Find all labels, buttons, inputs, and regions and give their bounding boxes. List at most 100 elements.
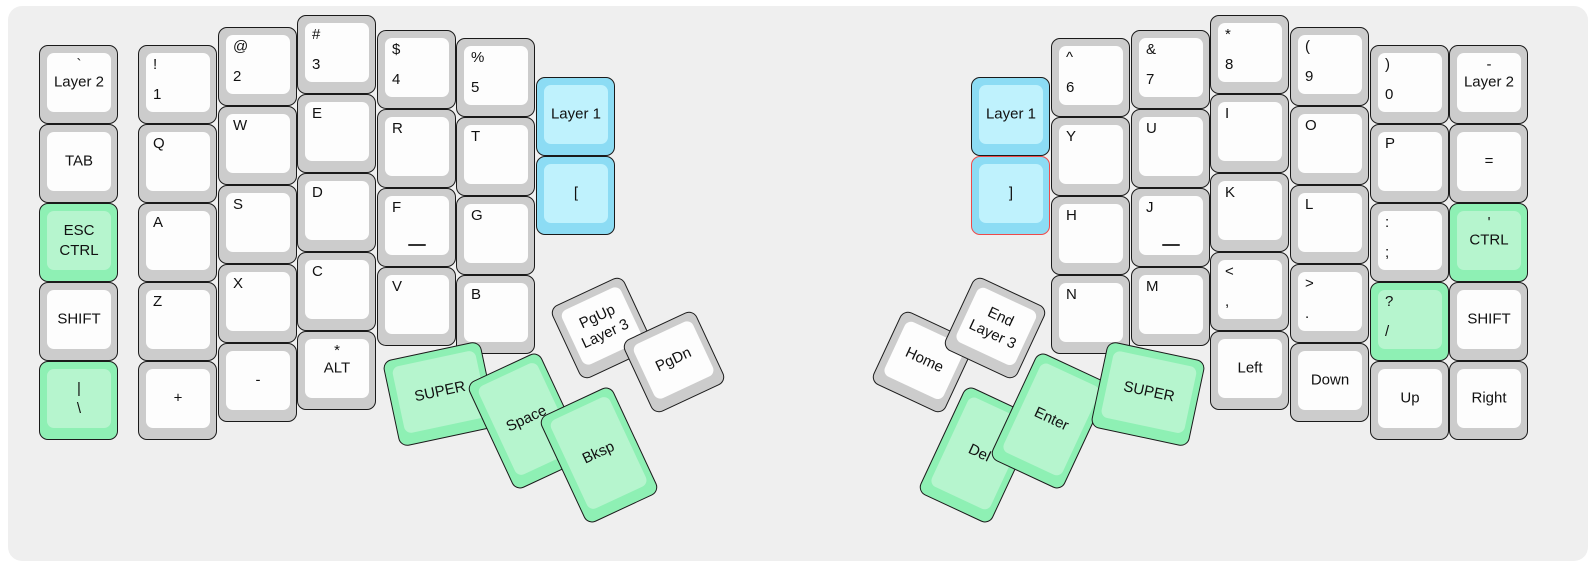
- key-z[interactable]: Z: [138, 282, 217, 361]
- key-legend-top: ': [1487, 214, 1491, 231]
- key-esc-ctrl[interactable]: ESC CTRL: [39, 203, 118, 282]
- key-bracket-right[interactable]: ]: [971, 156, 1050, 235]
- key-i[interactable]: I: [1210, 94, 1289, 173]
- key-right[interactable]: Right: [1449, 361, 1528, 440]
- key-layer1-left[interactable]: Layer 1: [536, 77, 615, 156]
- key-bracket-left[interactable]: [: [536, 156, 615, 235]
- key-legend-bottom: .: [1305, 305, 1310, 322]
- key-legend-main: Layer 2: [53, 73, 105, 91]
- key-t[interactable]: T: [456, 117, 535, 196]
- key-percent-5[interactable]: %5: [456, 38, 535, 117]
- key-at-2[interactable]: @2: [218, 27, 297, 106]
- key-legend-main: L: [1305, 196, 1314, 213]
- keycap-surface: @2: [226, 35, 290, 94]
- keycap-surface: Right: [1457, 369, 1521, 428]
- key-asterisk-8[interactable]: *8: [1210, 15, 1289, 94]
- key-exclaim-1[interactable]: !1: [138, 45, 217, 124]
- key-grave-layer2[interactable]: `Layer 2: [39, 45, 118, 124]
- homing-bar: [1162, 244, 1180, 246]
- key-l[interactable]: L: [1290, 185, 1369, 264]
- key-v[interactable]: V: [377, 267, 456, 346]
- key-colon-semicolon[interactable]: :;: [1370, 203, 1449, 282]
- key-shift-right[interactable]: SHIFT: [1449, 282, 1528, 361]
- key-a[interactable]: A: [138, 203, 217, 282]
- key-p[interactable]: P: [1370, 124, 1449, 203]
- key-legend-main: Z: [153, 293, 163, 310]
- key-dollar-4[interactable]: $4: [377, 30, 456, 109]
- key-y[interactable]: Y: [1051, 117, 1130, 196]
- key-lt-comma[interactable]: <,: [1210, 252, 1289, 331]
- key-h[interactable]: H: [1051, 196, 1130, 275]
- key-caret-6[interactable]: ^6: [1051, 38, 1130, 117]
- keycap-surface: G: [464, 204, 528, 263]
- key-u[interactable]: U: [1131, 109, 1210, 188]
- key-legend-top: &: [1146, 41, 1157, 58]
- key-paren-9[interactable]: (9: [1290, 27, 1369, 106]
- thumb-super-right[interactable]: SUPER: [1089, 340, 1207, 448]
- key-c[interactable]: C: [297, 252, 376, 331]
- key-paren-close-0[interactable]: )0: [1370, 45, 1449, 124]
- key-up[interactable]: Up: [1370, 361, 1449, 440]
- key-w[interactable]: W: [218, 106, 297, 185]
- key-q[interactable]: Q: [138, 124, 217, 203]
- key-legend-bottom: 2: [233, 68, 242, 85]
- key-n[interactable]: N: [1051, 275, 1130, 354]
- key-legend-bottom: 8: [1225, 56, 1234, 73]
- key-j[interactable]: J: [1131, 188, 1210, 267]
- key-minus[interactable]: -: [218, 343, 297, 422]
- key-pipe-backslash[interactable]: | \: [39, 361, 118, 440]
- key-down[interactable]: Down: [1290, 343, 1369, 422]
- keycap-surface: H: [1059, 204, 1123, 263]
- keycap-surface: Z: [146, 290, 210, 349]
- key-legend-main: ESC CTRL: [59, 221, 99, 259]
- key-legend-main: B: [471, 286, 482, 303]
- key-amp-7[interactable]: &7: [1131, 30, 1210, 109]
- key-left[interactable]: Left: [1210, 331, 1289, 410]
- key-legend-main: P: [1385, 135, 1396, 152]
- key-d[interactable]: D: [297, 173, 376, 252]
- key-legend-top: -: [1486, 56, 1492, 73]
- key-legend-main: Right: [1471, 389, 1507, 407]
- key-question-slash[interactable]: ?/: [1370, 282, 1449, 361]
- key-gt-period[interactable]: >.: [1290, 264, 1369, 343]
- key-f[interactable]: F: [377, 188, 456, 267]
- key-tab[interactable]: TAB: [39, 124, 118, 203]
- key-legend-main: -: [255, 371, 261, 389]
- key-legend-main: M: [1146, 278, 1159, 295]
- key-m[interactable]: M: [1131, 267, 1210, 346]
- key-legend-main: Layer 1: [550, 105, 602, 123]
- key-legend-main: =: [1484, 152, 1494, 170]
- key-x[interactable]: X: [218, 264, 297, 343]
- key-equals[interactable]: =: [1449, 124, 1528, 203]
- key-quote-ctrl[interactable]: 'CTRL: [1449, 203, 1528, 282]
- keycap-surface: W: [226, 114, 290, 173]
- key-e[interactable]: E: [297, 94, 376, 173]
- key-b[interactable]: B: [456, 275, 535, 354]
- key-s[interactable]: S: [218, 185, 297, 264]
- key-legend-main: CTRL: [1469, 231, 1509, 249]
- key-k[interactable]: K: [1210, 173, 1289, 252]
- keycap-surface: 'CTRL: [1457, 211, 1521, 270]
- keycap-surface: F: [385, 196, 449, 255]
- key-asterisk-alt[interactable]: *ALT: [297, 331, 376, 410]
- key-r[interactable]: R: [377, 109, 456, 188]
- key-minus-layer2[interactable]: -Layer 2: [1449, 45, 1528, 124]
- key-o[interactable]: O: [1290, 106, 1369, 185]
- key-legend-bottom: 4: [392, 71, 401, 88]
- key-layer1-right[interactable]: Layer 1: [971, 77, 1050, 156]
- keycap-surface: TAB: [47, 132, 111, 191]
- keycap-surface: Up: [1378, 369, 1442, 428]
- key-plus[interactable]: +: [138, 361, 217, 440]
- key-g[interactable]: G: [456, 196, 535, 275]
- key-legend-main: End Layer 3: [966, 303, 1019, 353]
- key-hash-3[interactable]: #3: [297, 15, 376, 94]
- keycap-surface: %5: [464, 46, 528, 105]
- keycap-surface: <,: [1218, 260, 1282, 319]
- key-shift[interactable]: SHIFT: [39, 282, 118, 361]
- keycap-surface: V: [385, 275, 449, 334]
- keycap-surface: U: [1139, 117, 1203, 176]
- keycap-surface: !1: [146, 53, 210, 112]
- key-legend-top: @: [233, 38, 249, 55]
- key-legend-main: F: [392, 199, 402, 216]
